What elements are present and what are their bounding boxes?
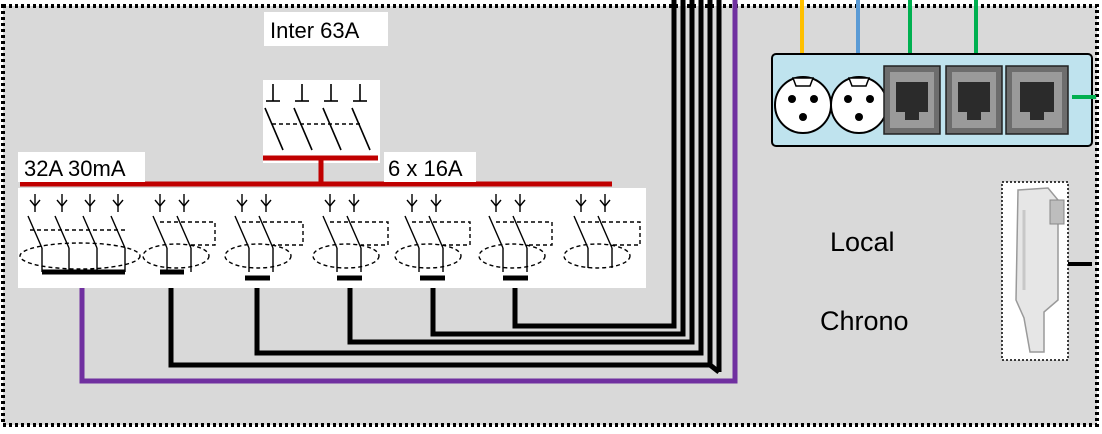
circuit-breaker-icon-2 — [224, 194, 304, 281]
cable-purple — [79, 0, 738, 384]
cable-breaker-1 — [512, 0, 677, 329]
circuit-breaker-icon-4 — [394, 194, 471, 281]
circuit-breaker-icon-3 — [312, 194, 389, 281]
inter-label-bg — [264, 12, 388, 46]
local-label: Local — [830, 227, 895, 257]
xlr-connector-icon-2 — [830, 76, 888, 134]
cable-breaker-5 — [168, 0, 713, 368]
xlr-connector-icon-1 — [774, 76, 832, 134]
inter-label: Inter 63A — [270, 18, 360, 43]
breakers-label: 6 x 16A — [388, 156, 463, 181]
cable-breaker-4 — [254, 0, 704, 356]
cable-breaker-3 — [347, 0, 695, 345]
cable-bundle — [79, 0, 738, 384]
intercom-handset-icon — [1001, 181, 1092, 361]
rj45-port-icon-1 — [883, 65, 941, 135]
rcd-label: 32A 30mA — [24, 156, 126, 181]
rj45-port-icon-2 — [945, 65, 1003, 135]
chrono-label: Chrono — [820, 306, 909, 336]
switch-disconnector-icon — [263, 80, 380, 163]
residual-current-device-icon — [19, 194, 141, 275]
cable-breaker-2 — [430, 0, 686, 337]
circuit-breaker-icon-6 — [563, 194, 641, 269]
breakers-label-bg — [384, 152, 476, 182]
rcd-label-bg — [18, 152, 145, 182]
circuit-breaker-icon-5 — [478, 194, 553, 281]
rj45-port-icon-3 — [1005, 65, 1069, 135]
cable-rcd-return — [708, 363, 721, 374]
circuit-breaker-icon-1 — [142, 194, 216, 275]
connector-plate — [771, 0, 1096, 147]
